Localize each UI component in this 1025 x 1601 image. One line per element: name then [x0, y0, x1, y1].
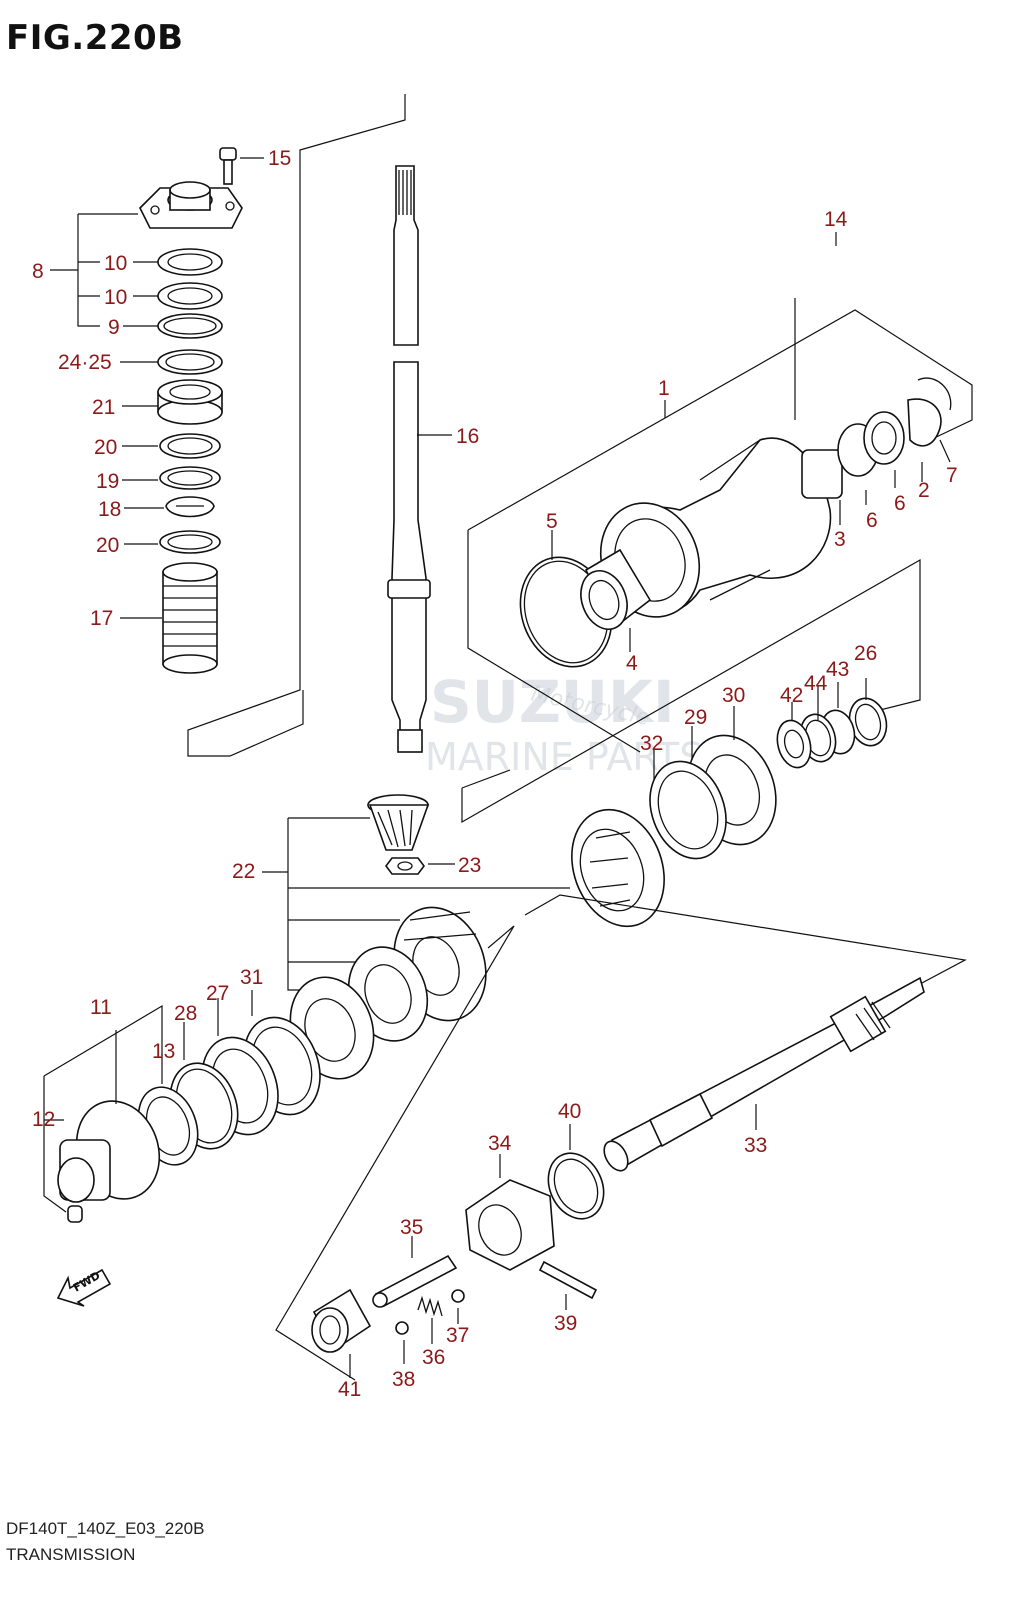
callout-10-upper: 10 [104, 252, 127, 275]
callout-18: 18 [98, 498, 121, 521]
bearing-4-part [580, 548, 652, 630]
propeller-shaft-33-part [603, 976, 925, 1172]
callout-32: 32 [640, 732, 663, 755]
callout-39: 39 [554, 1312, 577, 1335]
bearing-10-lower-part [157, 282, 223, 310]
callout-41: 41 [338, 1378, 361, 1401]
callout-28: 28 [174, 1002, 197, 1025]
callout-10-lower: 10 [104, 286, 127, 309]
callout-1: 1 [658, 377, 670, 400]
bushing-42-part [776, 719, 812, 769]
callout-6-a: 6 [866, 509, 878, 532]
ball-37-part [451, 1289, 465, 1303]
callout-6-b: 6 [894, 492, 906, 515]
callout-20-lower: 20 [96, 534, 119, 557]
callout-11: 11 [90, 996, 112, 1019]
bearing-10-upper-part [157, 248, 223, 276]
washer-20-upper-part [159, 433, 221, 459]
bolt-15-part [219, 147, 237, 185]
bearing-housing-11-part [57, 1100, 161, 1223]
callout-13: 13 [152, 1040, 175, 1063]
washer-19-part [159, 466, 221, 490]
callout-34: 34 [488, 1132, 512, 1155]
bearing-housing-part [139, 181, 243, 229]
callout-38: 38 [392, 1368, 415, 1391]
pinion-gear-part [367, 794, 430, 851]
clutch-34-part [465, 1179, 555, 1271]
callout-14: 14 [824, 208, 848, 231]
watermark: SUZUKI MARINE PARTS Motorcycle [425, 668, 703, 779]
callout-42: 42 [780, 684, 803, 707]
callout-9: 9 [108, 316, 120, 339]
watermark-subtitle: MARINE PARTS [425, 735, 703, 779]
propshaft-housing-part [599, 377, 952, 618]
pin-39-part [538, 1260, 598, 1300]
callout-29: 29 [684, 706, 707, 729]
figure-name: TRANSMISSION [6, 1545, 136, 1564]
thrust-bearing-29-part [649, 760, 727, 860]
callout-16: 16 [456, 425, 479, 448]
callout-19: 19 [96, 470, 119, 493]
callout-20-upper: 20 [94, 436, 117, 459]
callout-31: 31 [240, 966, 263, 989]
callout-43: 43 [826, 658, 849, 681]
callout-36: 36 [422, 1346, 445, 1369]
figure-code: DF140T_140Z_E03_220B [6, 1519, 205, 1538]
callout-22: 22 [232, 860, 255, 883]
callout-37: 37 [446, 1324, 469, 1347]
watermark-brand: SUZUKI [430, 668, 675, 736]
callout-5: 5 [546, 510, 558, 533]
callout-12: 12 [32, 1108, 55, 1131]
callout-4: 4 [626, 652, 638, 675]
callout-44: 44 [804, 672, 828, 695]
callout-23: 23 [458, 854, 481, 877]
bearing-stack-group [50, 147, 243, 674]
sleeve-41-part [311, 1288, 372, 1353]
bearing-21-part [157, 379, 223, 425]
callout-26: 26 [854, 642, 877, 665]
washer-20-lower-part [159, 530, 221, 554]
boot-17-part [162, 562, 218, 674]
callout-27: 27 [206, 982, 229, 1005]
callout-labels: 15 14 8 10 10 9 24·25 21 20 19 18 20 17 … [32, 147, 958, 1401]
ring-40-part [547, 1152, 605, 1220]
push-rod-35-part [372, 1254, 458, 1308]
callout-2: 2 [918, 479, 930, 502]
leader-lines [44, 157, 951, 1378]
callout-40: 40 [558, 1100, 581, 1123]
ring-9-part [157, 313, 223, 339]
fwd-arrow-icon: FWD [56, 1268, 112, 1307]
spring-36-part [417, 1295, 443, 1317]
shim-24-25-part [157, 349, 223, 375]
spring-18-part [165, 496, 215, 518]
callout-15: 15 [268, 147, 291, 170]
figure-title: FIG.220B [6, 18, 184, 58]
callout-30: 30 [722, 684, 745, 707]
callout-24-25: 24·25 [58, 351, 112, 374]
callout-7: 7 [946, 464, 958, 487]
callout-3: 3 [834, 528, 846, 551]
callout-33: 33 [744, 1134, 767, 1157]
callout-21: 21 [92, 396, 115, 419]
reverse-gear-part [571, 808, 665, 928]
nut-23-part [385, 857, 425, 875]
callout-17: 17 [90, 607, 113, 630]
driveshaft-16-part [387, 165, 431, 753]
callout-35: 35 [400, 1216, 423, 1239]
ball-38-part [395, 1321, 409, 1335]
callout-8: 8 [32, 260, 44, 283]
